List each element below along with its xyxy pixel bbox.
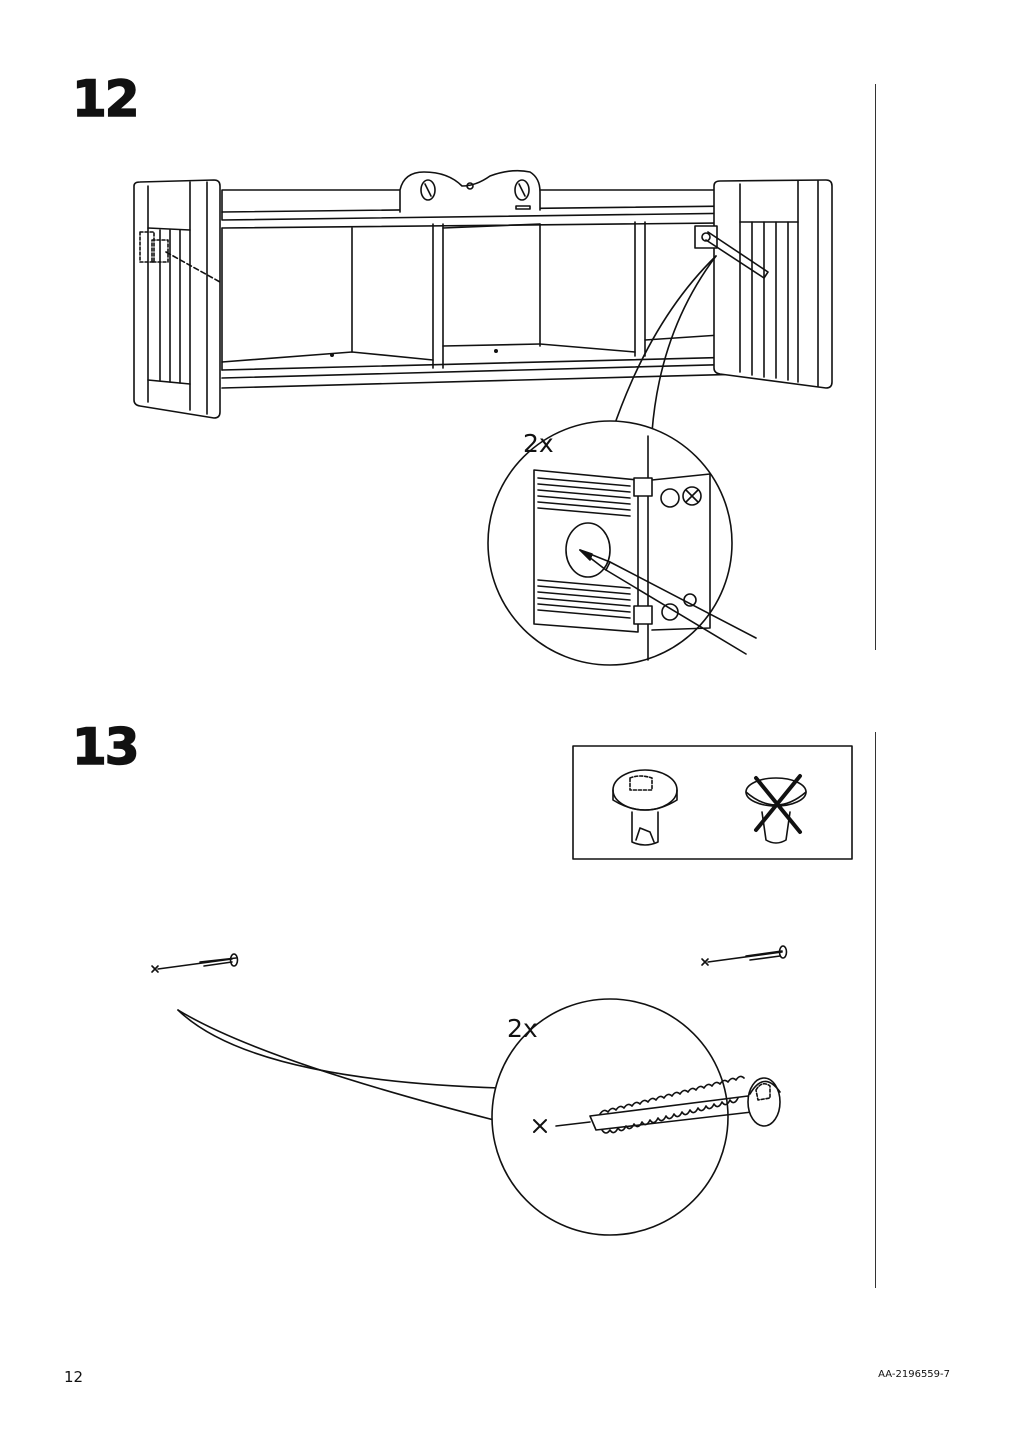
step-13-divider [875,732,876,1288]
step-13-illustration [151,745,853,1236]
step-12-number: 12 [71,70,140,128]
pencil-marking-hole-icon [487,420,757,666]
step-12-quantity: 2x [523,429,554,458]
wall-shelf-drawing [133,169,833,419]
step-12-divider [875,84,876,650]
screw-head-wrong-icon [745,774,807,844]
step-13-quantity: 2x [507,1014,538,1043]
screw-head-correct-icon [612,769,678,846]
screw-head-info-box [572,745,853,860]
step-13-number: 13 [71,718,140,776]
screw-icon [491,998,781,1236]
step-12-illustration [133,169,833,666]
page-number: 12 [64,1368,84,1386]
document-code: AA-2196559-7 [878,1369,950,1380]
